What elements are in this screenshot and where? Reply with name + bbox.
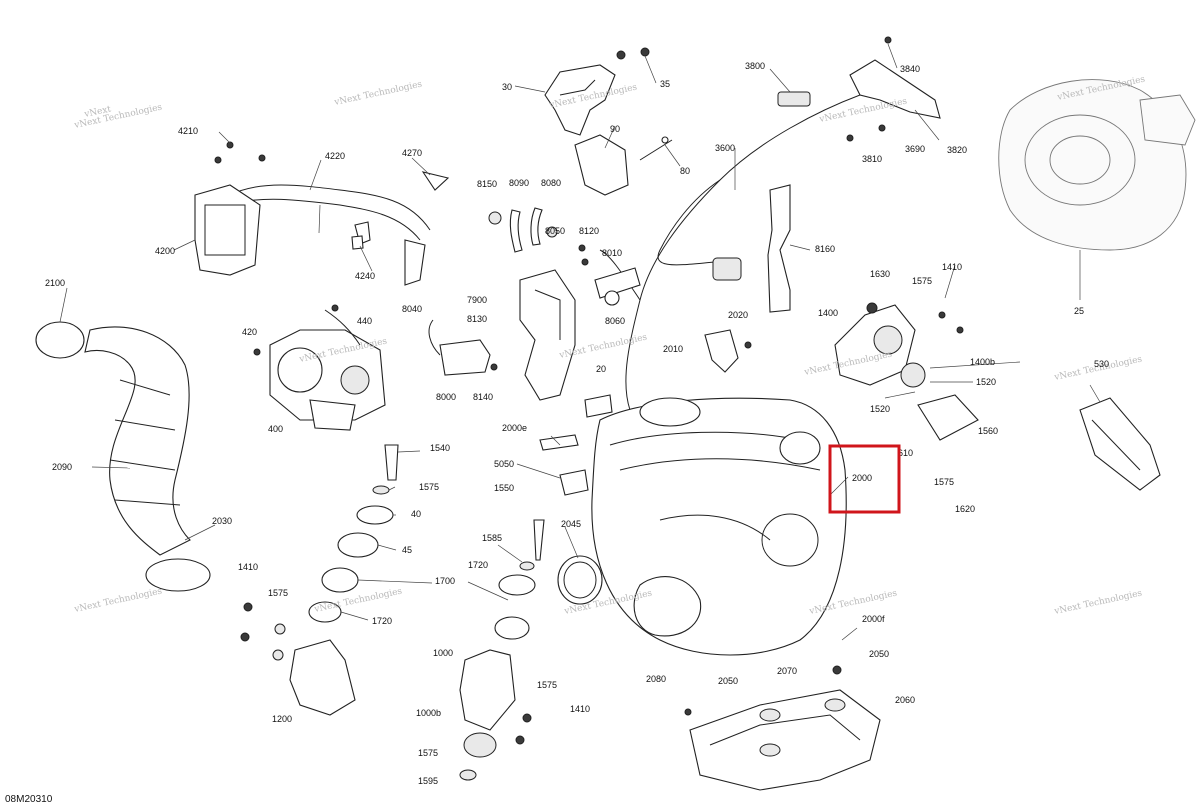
label-8130: 8130 xyxy=(467,314,487,324)
label-2080: 2080 xyxy=(646,674,666,684)
label-1410-right: 1410 xyxy=(942,262,962,272)
label-1575-bottom: 1575 xyxy=(418,748,438,758)
label-8010: 8010 xyxy=(602,248,622,258)
label-2090: 2090 xyxy=(52,462,72,472)
label-8120: 8120 xyxy=(579,226,599,236)
label-20: 20 xyxy=(596,364,606,374)
label-1720-bottom: 1720 xyxy=(372,616,392,626)
label-2100: 2100 xyxy=(45,278,65,288)
label-1550: 1550 xyxy=(494,483,514,493)
label-2000e: 2000e xyxy=(502,423,527,433)
label-440: 440 xyxy=(357,316,372,326)
label-1595: 1595 xyxy=(418,776,438,786)
label-8050: 8050 xyxy=(545,226,565,236)
label-1575-right: 1575 xyxy=(912,276,932,286)
label-8160: 8160 xyxy=(815,244,835,254)
label-35: 35 xyxy=(660,79,670,89)
label-1575-far: 1575 xyxy=(934,477,954,487)
label-400: 400 xyxy=(268,424,283,434)
label-1410-mid: 1410 xyxy=(570,704,590,714)
part-drawings xyxy=(35,36,1196,791)
label-1400b: 1400b xyxy=(970,357,995,367)
label-1575-a: 1575 xyxy=(419,482,439,492)
watermark-14: vNext Technologies xyxy=(1053,588,1144,617)
label-8140: 8140 xyxy=(473,392,493,402)
label-4270: 4270 xyxy=(402,148,422,158)
label-3800: 3800 xyxy=(745,61,765,71)
label-8060: 8060 xyxy=(605,316,625,326)
diagram-reference-code: 08M20310 xyxy=(5,794,53,805)
label-1585: 1585 xyxy=(482,533,502,543)
label-3690: 3690 xyxy=(905,144,925,154)
label-1540: 1540 xyxy=(430,443,450,453)
label-2030: 2030 xyxy=(212,516,232,526)
label-2070: 2070 xyxy=(777,666,797,676)
label-2020: 2020 xyxy=(728,310,748,320)
label-1720-top: 1720 xyxy=(468,560,488,570)
label-530: 530 xyxy=(1094,359,1109,369)
label-1630: 1630 xyxy=(870,269,890,279)
label-8080: 8080 xyxy=(541,178,561,188)
label-90: 90 xyxy=(610,124,620,134)
label-1575-left: 1575 xyxy=(268,588,288,598)
label-8040: 8040 xyxy=(402,304,422,314)
label-45: 45 xyxy=(402,545,412,555)
label-2010: 2010 xyxy=(663,344,683,354)
label-420: 420 xyxy=(242,327,257,337)
label-1560: 1560 xyxy=(978,426,998,436)
part-labels: 30 35 90 80 3800 3840 3600 3810 3690 382… xyxy=(45,61,1109,786)
label-1520-left: 1520 xyxy=(870,404,890,414)
label-610: 610 xyxy=(898,448,913,458)
label-30: 30 xyxy=(502,82,512,92)
label-1620: 1620 xyxy=(955,504,975,514)
watermark-2: vNext Technologies xyxy=(333,79,424,108)
label-2000f: 2000f xyxy=(862,614,885,624)
label-1520-right: 1520 xyxy=(976,377,996,387)
label-4200: 4200 xyxy=(155,246,175,256)
label-4220-top: 4220 xyxy=(325,151,345,161)
label-1200: 1200 xyxy=(272,714,292,724)
leader-lines xyxy=(59,43,1101,641)
label-3820: 3820 xyxy=(947,145,967,155)
label-3600: 3600 xyxy=(715,143,735,153)
label-8150: 8150 xyxy=(477,179,497,189)
watermark-11: vNext Technologies xyxy=(313,586,404,615)
label-3810: 3810 xyxy=(862,154,882,164)
label-80: 80 xyxy=(680,166,690,176)
label-2060: 2060 xyxy=(895,695,915,705)
watermark-10: vNext Technologies xyxy=(73,586,164,615)
label-1410-left: 1410 xyxy=(238,562,258,572)
label-3840-top: 3840 xyxy=(900,64,920,74)
label-2050-right: 2050 xyxy=(869,649,889,659)
label-1000: 1000 xyxy=(433,648,453,658)
label-40: 40 xyxy=(411,509,421,519)
label-1575-mid: 1575 xyxy=(537,680,557,690)
label-25: 25 xyxy=(1074,306,1084,316)
label-4210: 4210 xyxy=(178,126,198,136)
label-5050: 5050 xyxy=(494,459,514,469)
label-2000-highlighted: 2000 xyxy=(852,473,872,483)
label-8000: 8000 xyxy=(436,392,456,402)
highlight-box-2000 xyxy=(828,444,901,514)
watermark-4: vNext Technologies xyxy=(818,96,909,125)
label-4240: 4240 xyxy=(355,271,375,281)
label-1000b: 1000b xyxy=(416,708,441,718)
label-2050-left: 2050 xyxy=(718,676,738,686)
label-1700: 1700 xyxy=(435,576,455,586)
label-1400: 1400 xyxy=(818,308,838,318)
label-8090: 8090 xyxy=(509,178,529,188)
label-2045: 2045 xyxy=(561,519,581,529)
label-7900: 7900 xyxy=(467,295,487,305)
